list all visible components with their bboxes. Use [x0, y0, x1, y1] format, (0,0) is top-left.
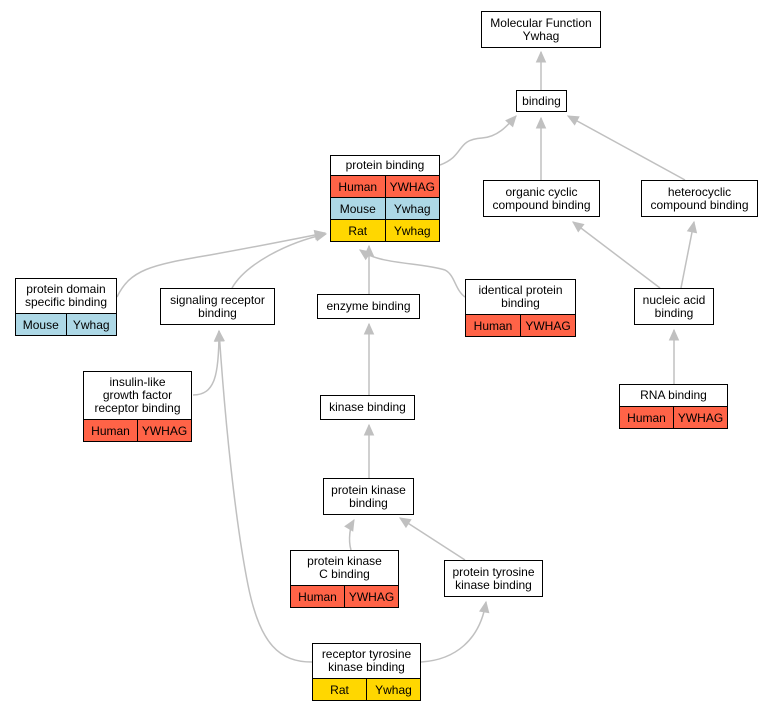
- edge-heterocyclic-to-binding: [567, 115, 686, 181]
- node-label: RNA binding: [640, 388, 707, 402]
- annotation-gene: YWHAG: [137, 420, 191, 441]
- annotation-species: Human: [627, 410, 666, 425]
- node-kinase[interactable]: kinase binding: [320, 395, 415, 420]
- node-label: identical protein binding: [478, 283, 563, 310]
- node-signaling-receptor[interactable]: signaling receptor binding: [160, 288, 275, 325]
- node-protein-kinase[interactable]: protein kinase binding: [323, 478, 414, 515]
- arrowhead: [668, 328, 680, 341]
- annotation-gene: YWHAG: [344, 586, 398, 607]
- node-label: protein kinase binding: [331, 482, 406, 510]
- arrowhead: [479, 600, 490, 614]
- node-mf[interactable]: Molecular Function Ywhag: [481, 11, 601, 48]
- node-label: signaling receptor binding: [170, 292, 265, 320]
- annotation-row: Rat Ywhag: [313, 678, 420, 700]
- node-label: insulin-like growth factor receptor bind…: [94, 375, 181, 415]
- edge-protein-binding-to-binding: [439, 115, 517, 166]
- edge-tyrosine-kinase-to-protein-kinase: [399, 517, 466, 561]
- edge-rtk-to-tyrosine-kinase: [420, 601, 487, 663]
- edge-nucleic-acid-to-heterocyclic: [680, 221, 695, 289]
- edge-insulin-like-to-signaling-receptor: [192, 330, 220, 396]
- arrowhead: [686, 220, 698, 234]
- annotation-species: Mouse: [22, 317, 59, 332]
- node-label: protein binding: [345, 158, 425, 172]
- annotation-row: Human YWHAG: [466, 314, 575, 336]
- edge-protein-domain-to-protein-binding: [116, 232, 326, 298]
- annotation-gene: Ywhag: [384, 198, 440, 219]
- node-insulin-like[interactable]: insulin-like growth factor receptor bind…: [83, 371, 192, 442]
- arrowhead: [363, 423, 375, 436]
- node-label: protein kinase C binding: [307, 554, 382, 581]
- node-enzyme[interactable]: enzyme binding: [317, 294, 420, 319]
- annotation-gene: YWHAG: [520, 315, 575, 336]
- edge-rtk-to-signaling-receptor: [218, 330, 313, 663]
- node-organic-cyclic[interactable]: organic cyclic compound binding: [483, 180, 600, 217]
- arrowhead: [535, 50, 547, 63]
- node-label: receptor tyrosine kinase binding: [321, 647, 412, 674]
- annotation-row: Mouse Ywhag: [16, 313, 116, 335]
- node-label: heterocyclic compound binding: [650, 184, 749, 212]
- node-tyrosine-kinase[interactable]: protein tyrosine kinase binding: [444, 560, 543, 597]
- annotation-row: Human YWHAG: [291, 585, 398, 607]
- node-binding[interactable]: binding: [516, 90, 567, 112]
- annotation-row: Human YWHAG: [620, 406, 727, 428]
- annotation-species: Human: [91, 423, 130, 438]
- node-label: protein tyrosine kinase binding: [452, 564, 535, 592]
- annotation-gene: Ywhag: [65, 314, 117, 335]
- node-label: organic cyclic compound binding: [492, 184, 591, 212]
- annotation-species: Human: [298, 589, 337, 604]
- node-heterocyclic[interactable]: heterocyclic compound binding: [641, 180, 758, 217]
- arrowhead: [314, 231, 328, 242]
- annotation-gene: Ywhag: [384, 220, 440, 241]
- arrowhead: [535, 116, 547, 129]
- annotation-species: Human: [338, 179, 378, 194]
- annotation-species: Rat: [348, 223, 368, 238]
- arrowhead: [566, 115, 580, 126]
- arrowhead: [398, 517, 412, 529]
- node-label: binding: [522, 93, 561, 108]
- node-label: nucleic acid binding: [642, 292, 706, 320]
- arrowhead: [214, 329, 225, 342]
- annotation-gene: YWHAG: [673, 407, 727, 428]
- annotation-species: Human: [473, 318, 513, 333]
- annotation-row: Mouse Ywhag: [331, 197, 439, 219]
- node-label: Molecular Function Ywhag: [490, 15, 592, 43]
- annotation-gene: YWHAG: [384, 176, 440, 197]
- arrowhead: [363, 322, 375, 335]
- edge-signaling-receptor-to-protein-binding: [231, 233, 327, 289]
- node-label: protein domain specific binding: [24, 282, 108, 309]
- annotation-species: Rat: [330, 682, 349, 697]
- node-nucleic-acid[interactable]: nucleic acid binding: [634, 288, 714, 325]
- edge-nucleic-acid-to-organic-cyclic: [572, 221, 661, 289]
- annotation-row: Human YWHAG: [84, 419, 191, 441]
- annotation-gene: Ywhag: [366, 679, 420, 700]
- annotation-species: Mouse: [339, 201, 376, 216]
- arrowhead: [344, 518, 355, 532]
- annotation-row: Rat Ywhag: [331, 219, 439, 241]
- arrowhead: [572, 221, 585, 233]
- node-label: kinase binding: [329, 400, 406, 414]
- arrowhead: [358, 249, 372, 261]
- arrowhead: [505, 115, 517, 128]
- edge-identical-protein-to-protein-binding: [359, 249, 466, 298]
- annotation-row: Human YWHAG: [331, 175, 439, 197]
- node-label: enzyme binding: [326, 299, 411, 313]
